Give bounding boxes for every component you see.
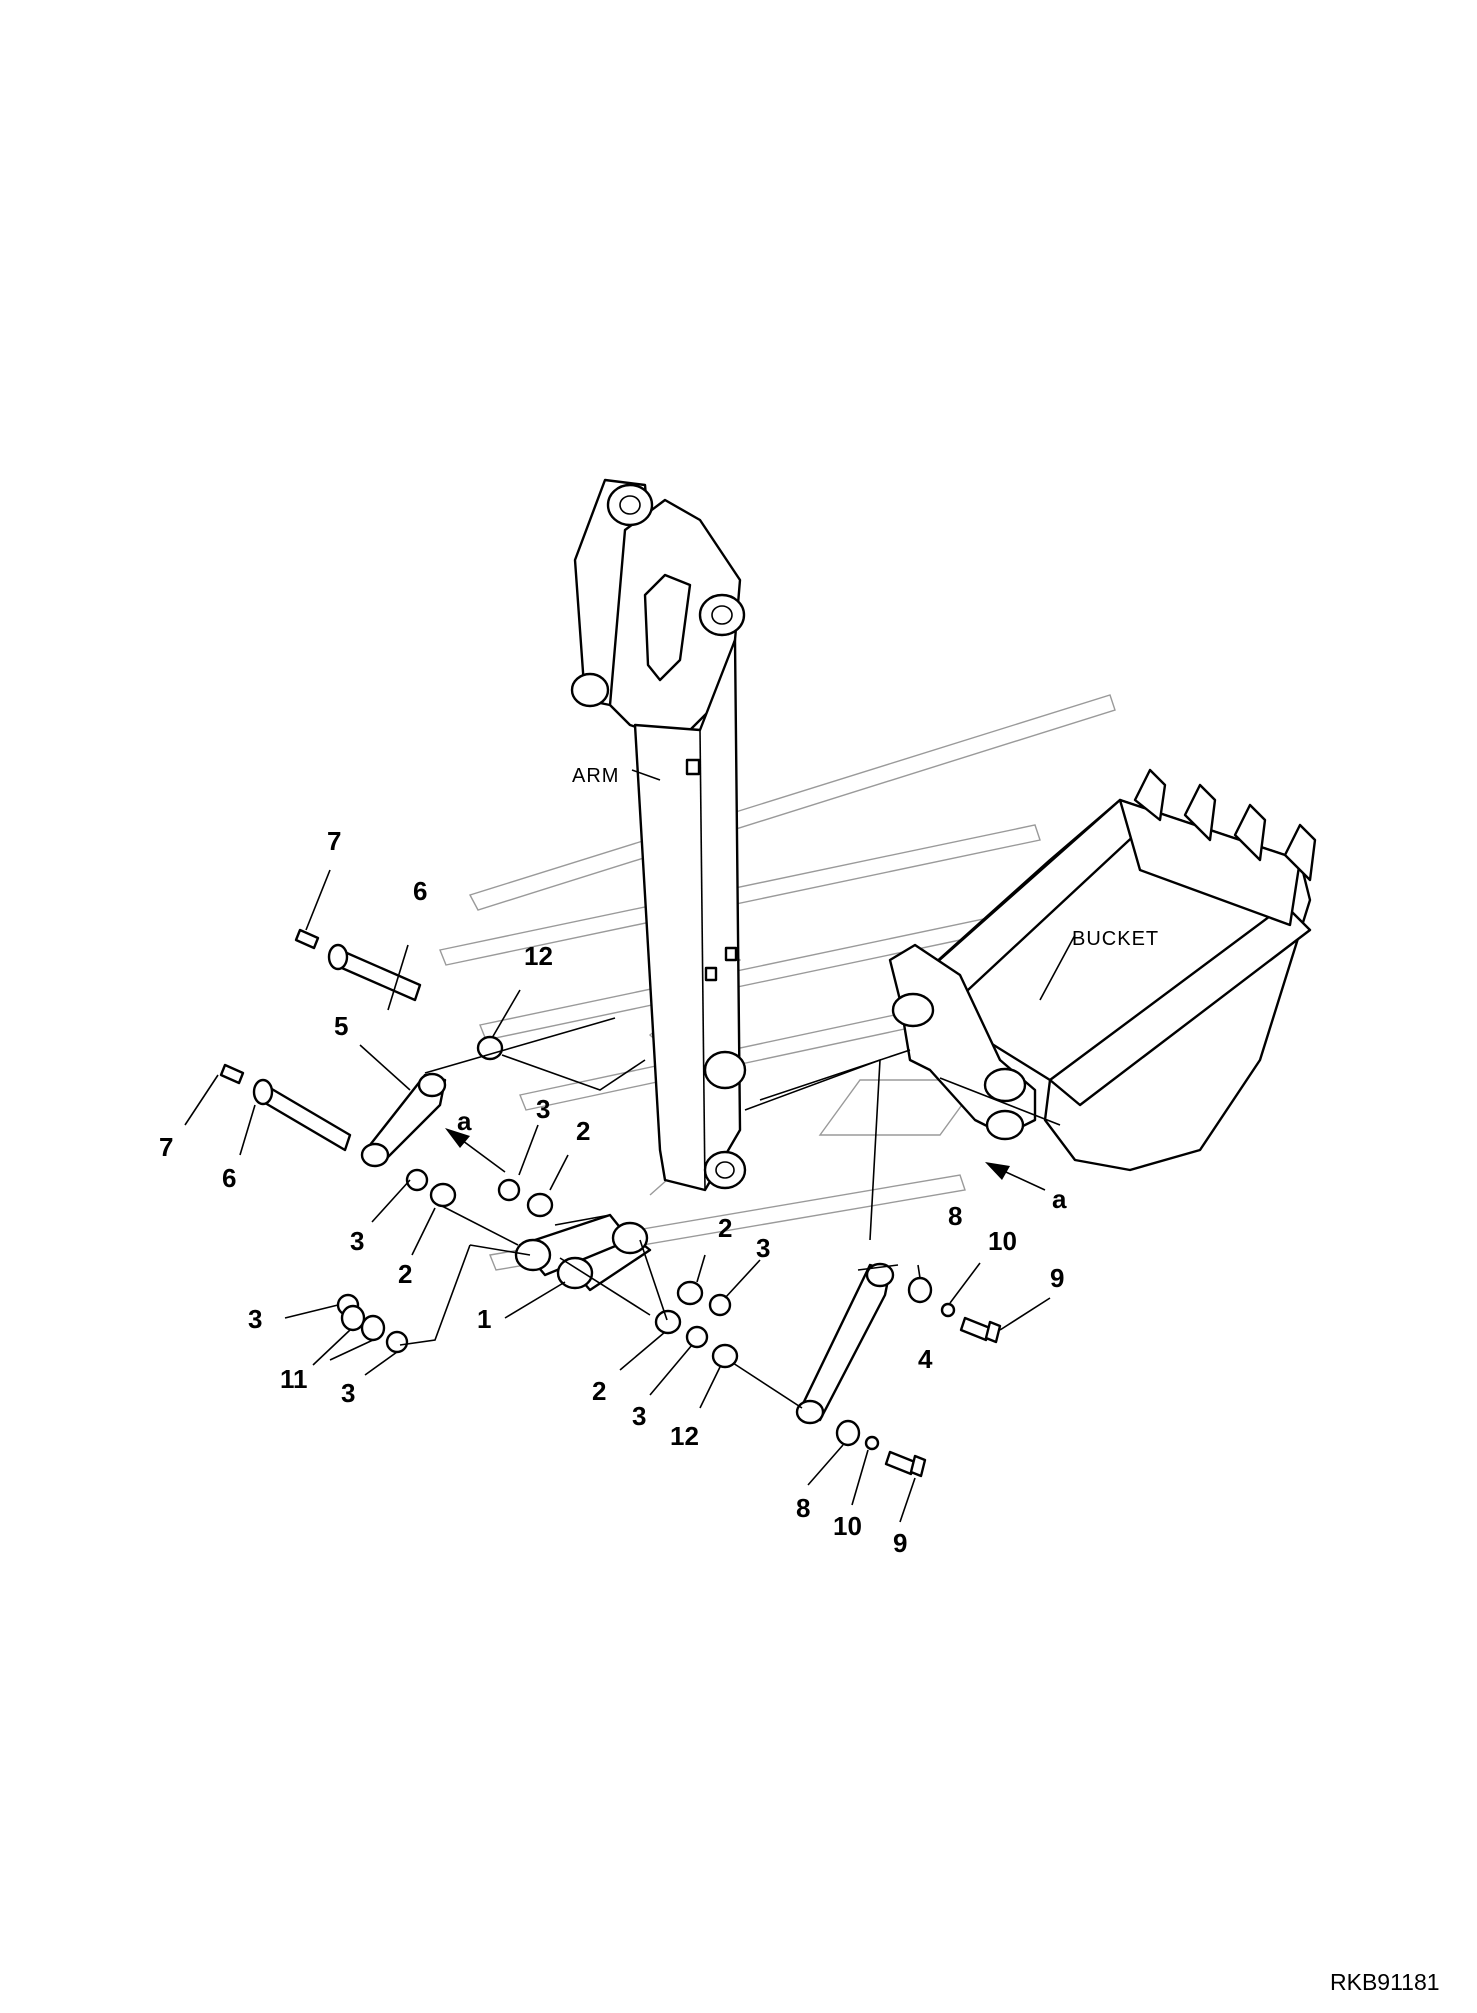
callout-3-far-left: 3: [248, 1304, 262, 1334]
assembly-lines: [399, 1017, 1061, 1409]
callout-11: 11: [280, 1364, 308, 1394]
arm-mid-boss: [703, 1050, 747, 1090]
arm-label: ARM: [572, 765, 619, 787]
bucket-rim: [1048, 903, 1312, 1107]
bucket-pin-boss-2: [983, 1067, 1027, 1103]
arm-window: [643, 573, 692, 682]
washers-8: [835, 1276, 933, 1447]
tooth-2: [1183, 783, 1217, 842]
callout-3-bottom: 3: [632, 1401, 646, 1431]
drawing-reference: RKB91181: [1330, 1969, 1440, 1995]
callout-10-lower: 10: [833, 1511, 862, 1541]
callout-a-left: a: [457, 1106, 472, 1136]
callout-5: 5: [334, 1011, 348, 1041]
bucket-label: BUCKET: [1072, 928, 1159, 950]
callout-a-right: a: [1052, 1184, 1067, 1214]
link-part-4: [795, 1262, 895, 1425]
bucket-pin-boss-1: [891, 992, 935, 1028]
leader-lines: [184, 769, 1076, 1523]
callout-6-lower: 6: [222, 1163, 236, 1193]
callout-2-mid: 2: [718, 1213, 732, 1243]
callout-6-upper: 6: [413, 876, 427, 906]
grease-fittings-7: [219, 928, 320, 1085]
callout-12-upper: 12: [524, 941, 553, 971]
callout-2-top: 2: [576, 1116, 590, 1146]
callout-10-upper: 10: [988, 1226, 1017, 1256]
direction-arrows: [445, 1128, 1046, 1191]
washers-10: [864, 1302, 956, 1451]
callout-2-left: 2: [398, 1259, 412, 1289]
plates-12: [476, 1035, 739, 1369]
tooth-1: [1133, 768, 1167, 822]
shims-11: [340, 1304, 386, 1342]
bucket: [888, 768, 1317, 1172]
text-labels: ARM BUCKET RKB91181: [572, 765, 1440, 1995]
callout-8-lower: 8: [796, 1493, 810, 1523]
arm-tip-boss: [703, 1150, 747, 1190]
callout-3-top: 3: [536, 1094, 550, 1124]
callout-numbers: 7 6 12 5 7 6 a 3 2 3 2 2 3 1 3 11 3 2 3 …: [159, 826, 1067, 1558]
tooth-4: [1283, 823, 1317, 882]
callout-1: 1: [477, 1304, 491, 1334]
arm-top-boss: [606, 483, 654, 527]
callout-9-lower: 9: [893, 1528, 907, 1558]
link-part-5: [360, 1072, 447, 1168]
callout-3-bottom-left: 3: [341, 1378, 355, 1408]
arm-rear-boss: [570, 672, 610, 708]
bucket-pin-boss-3: [985, 1109, 1025, 1141]
callout-9-upper: 9: [1050, 1263, 1064, 1293]
link-part-1: [514, 1213, 652, 1292]
callout-7-lower: 7: [159, 1132, 173, 1162]
arm: [570, 478, 747, 1192]
tooth-3: [1233, 803, 1267, 862]
callout-7-upper: 7: [327, 826, 341, 856]
callout-12-lower: 12: [670, 1421, 699, 1451]
callout-3-left: 3: [350, 1226, 364, 1256]
pin-parts-6: [252, 943, 422, 1152]
callout-3-mid: 3: [756, 1233, 770, 1263]
bolts-9: [884, 1316, 1002, 1478]
callout-8-upper: 8: [948, 1201, 962, 1231]
callout-2-bottom: 2: [592, 1376, 606, 1406]
arm-upper-boss: [698, 593, 746, 637]
callout-4: 4: [918, 1344, 933, 1374]
